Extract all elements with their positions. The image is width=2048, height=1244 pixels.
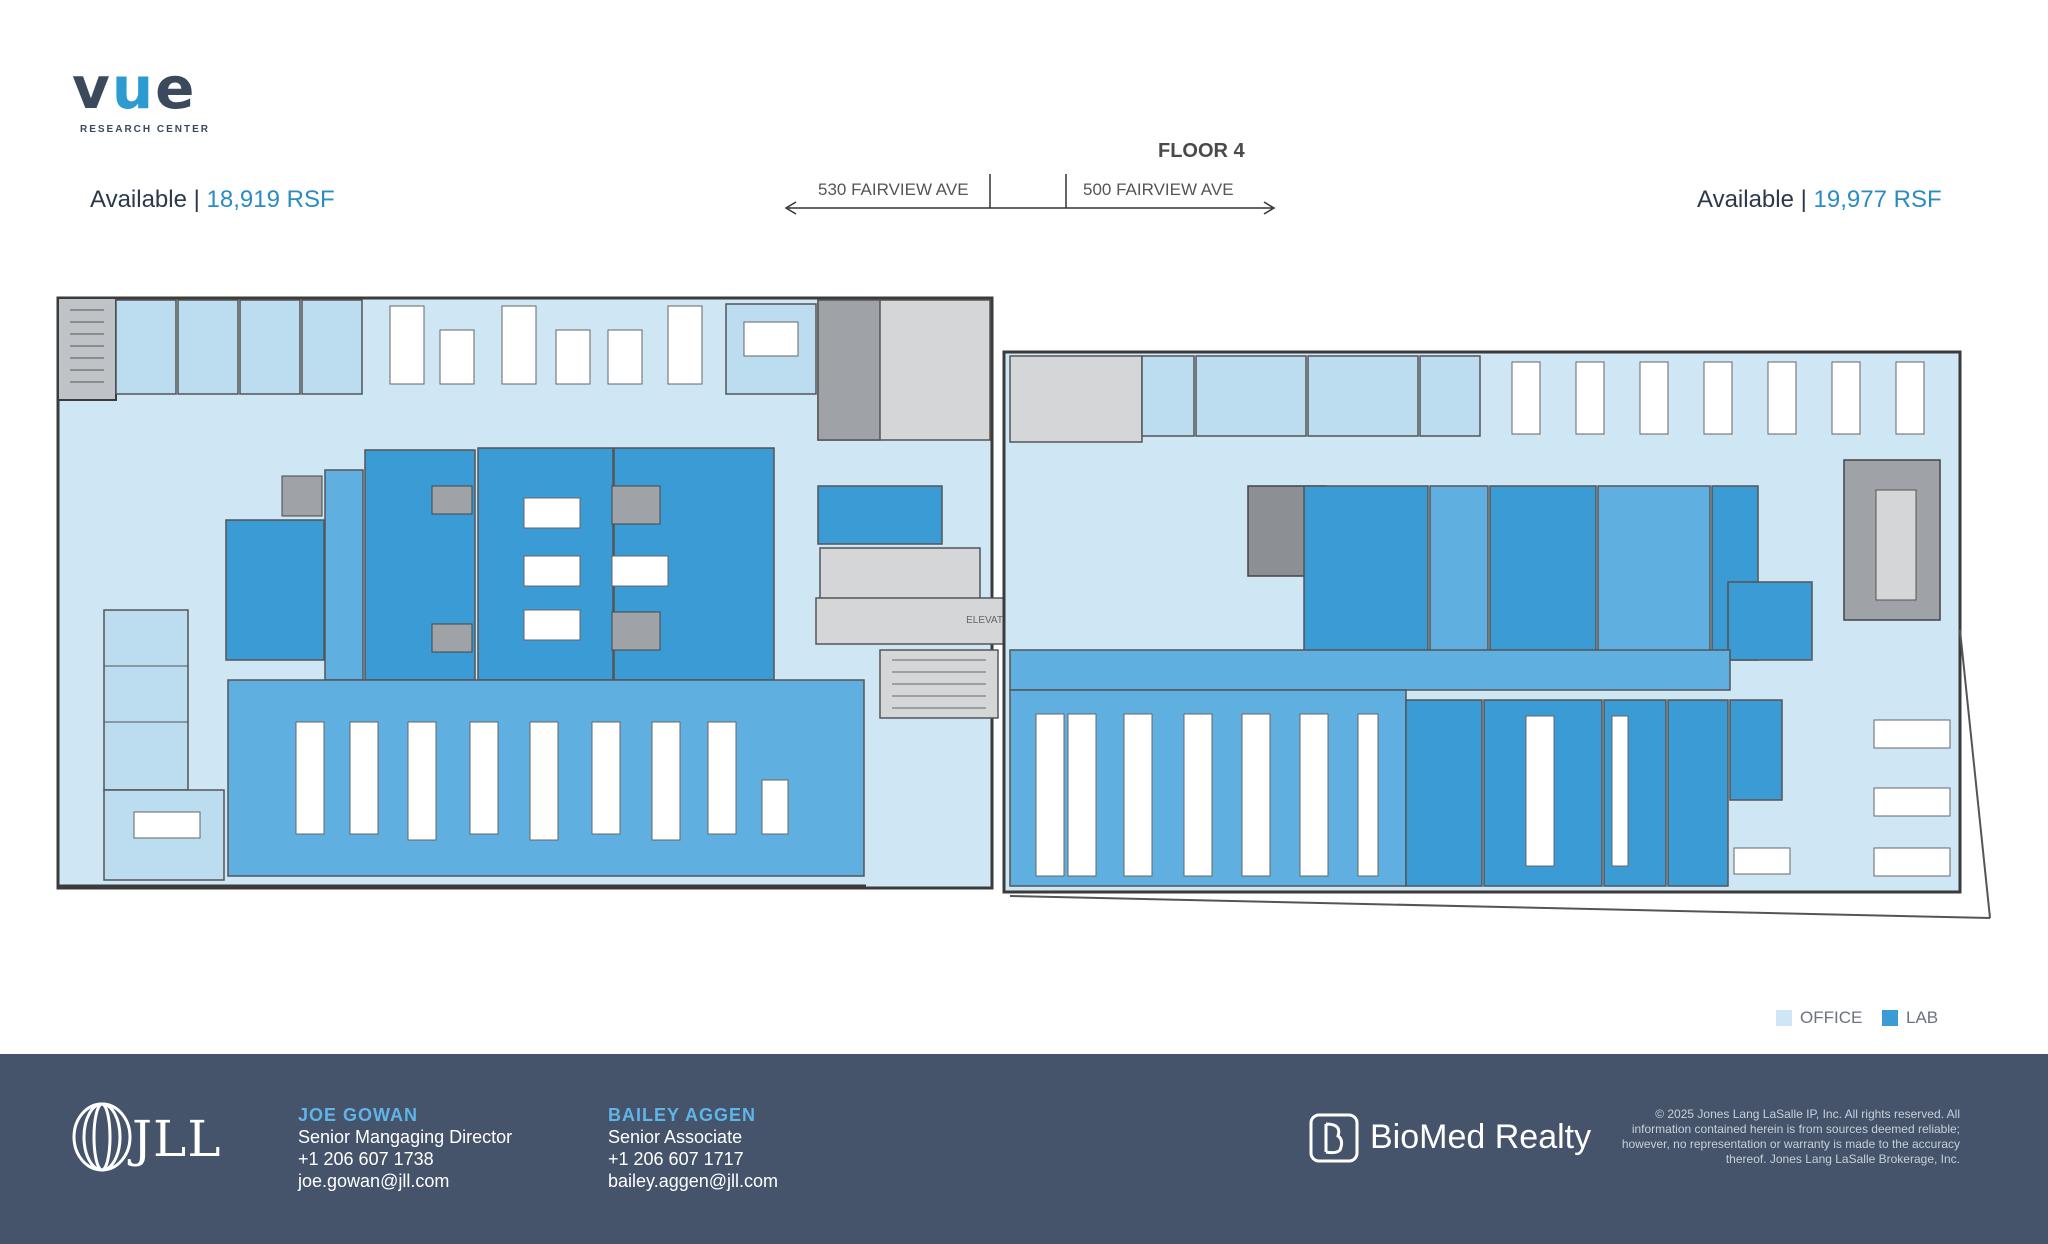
left-building (56, 296, 994, 890)
contact-name: BAILEY AGGEN (608, 1105, 757, 1125)
right-building (1002, 350, 1991, 919)
right-availability: Available | 19,977 RSF (1697, 186, 1942, 213)
contact-title: Senior Mangaging Director (298, 1127, 513, 1147)
left-address: 530 FAIRVIEW AVE (818, 180, 969, 199)
logo-subtitle: RESEARCH CENTER (80, 124, 211, 135)
right-available-value: 19,977 RSF (1813, 186, 1942, 213)
left-availability: Available | 18,919 RSF (90, 186, 335, 213)
jll-logo-text: JLL (132, 1110, 222, 1168)
contact-card: JOE GOWAN Senior Mangaging Director +1 2… (298, 1104, 512, 1192)
legend-lab-label: LAB (1906, 1008, 1939, 1027)
legend-office-label: OFFICE (1800, 1008, 1863, 1027)
left-available-label: Available (90, 186, 187, 213)
right-available-label: Available (1697, 186, 1794, 213)
biomed-logo-text: BioMed Realty (1370, 1118, 1592, 1156)
jll-logo-mark (72, 1102, 132, 1172)
contact-email[interactable]: bailey.aggen@jll.com (608, 1171, 779, 1191)
legend-office: OFFICE (1776, 1008, 1862, 1028)
footer (0, 1054, 2048, 1244)
lab-swatch (1882, 1010, 1898, 1026)
vue-logo: vue (72, 54, 197, 122)
contact-name: JOE GOWAN (298, 1105, 419, 1125)
contact-phone[interactable]: +1 206 607 1738 (298, 1149, 434, 1169)
floor-plan: ELEVATOR LOBBY (56, 296, 1991, 919)
office-swatch (1776, 1010, 1792, 1026)
left-available-value: 18,919 RSF (206, 186, 335, 213)
legal-disclaimer: © 2025 Jones Lang LaSalle IP, Inc. All r… (1621, 1107, 1960, 1166)
contact-phone[interactable]: +1 206 607 1717 (608, 1149, 744, 1169)
contact-email[interactable]: joe.gowan@jll.com (298, 1171, 450, 1191)
floor-title: FLOOR 4 (1158, 140, 1245, 162)
right-address: 500 FAIRVIEW AVE (1083, 180, 1234, 199)
biomed-logo-mark (1309, 1113, 1359, 1163)
legend-lab: LAB (1882, 1008, 1938, 1028)
contact-title: Senior Associate (608, 1127, 743, 1147)
address-divider-arrows (784, 174, 1276, 215)
contact-card: BAILEY AGGEN Senior Associate +1 206 607… (608, 1104, 778, 1192)
